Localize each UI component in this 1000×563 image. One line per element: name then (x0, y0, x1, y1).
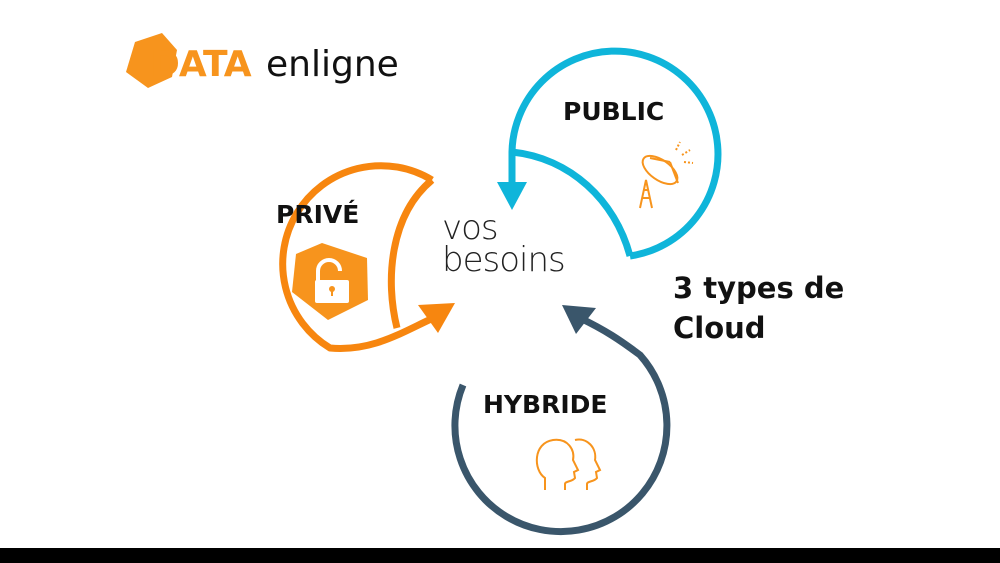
center-line-1: vos (442, 208, 499, 248)
caption: 3 types de Cloud (673, 268, 844, 348)
satellite-dish-icon (639, 141, 694, 209)
caption-line-2: Cloud (673, 311, 766, 345)
logo-hexagon-icon (126, 33, 177, 88)
hybride-arrow (451, 314, 671, 536)
bottom-black-bar (0, 548, 1000, 563)
heads-icon (535, 438, 602, 490)
caption-line-1: 3 types de (673, 271, 845, 305)
center-text: vos besoins (442, 208, 566, 280)
center-line-2: besoins (442, 240, 566, 280)
label-prive: PRIVÉ (276, 200, 360, 229)
hybride-arrowhead (562, 305, 596, 334)
prive-arrow (279, 162, 442, 352)
lock-icon (292, 243, 368, 320)
logo-brand-enligne: enligne (266, 44, 399, 85)
logo-brand-data: DATA (150, 44, 252, 85)
label-hybride: HYBRIDE (483, 390, 608, 419)
label-public: PUBLIC (563, 97, 665, 126)
public-arrowhead (497, 182, 527, 210)
prive-arrowhead (418, 303, 455, 333)
public-arrow (508, 47, 722, 260)
